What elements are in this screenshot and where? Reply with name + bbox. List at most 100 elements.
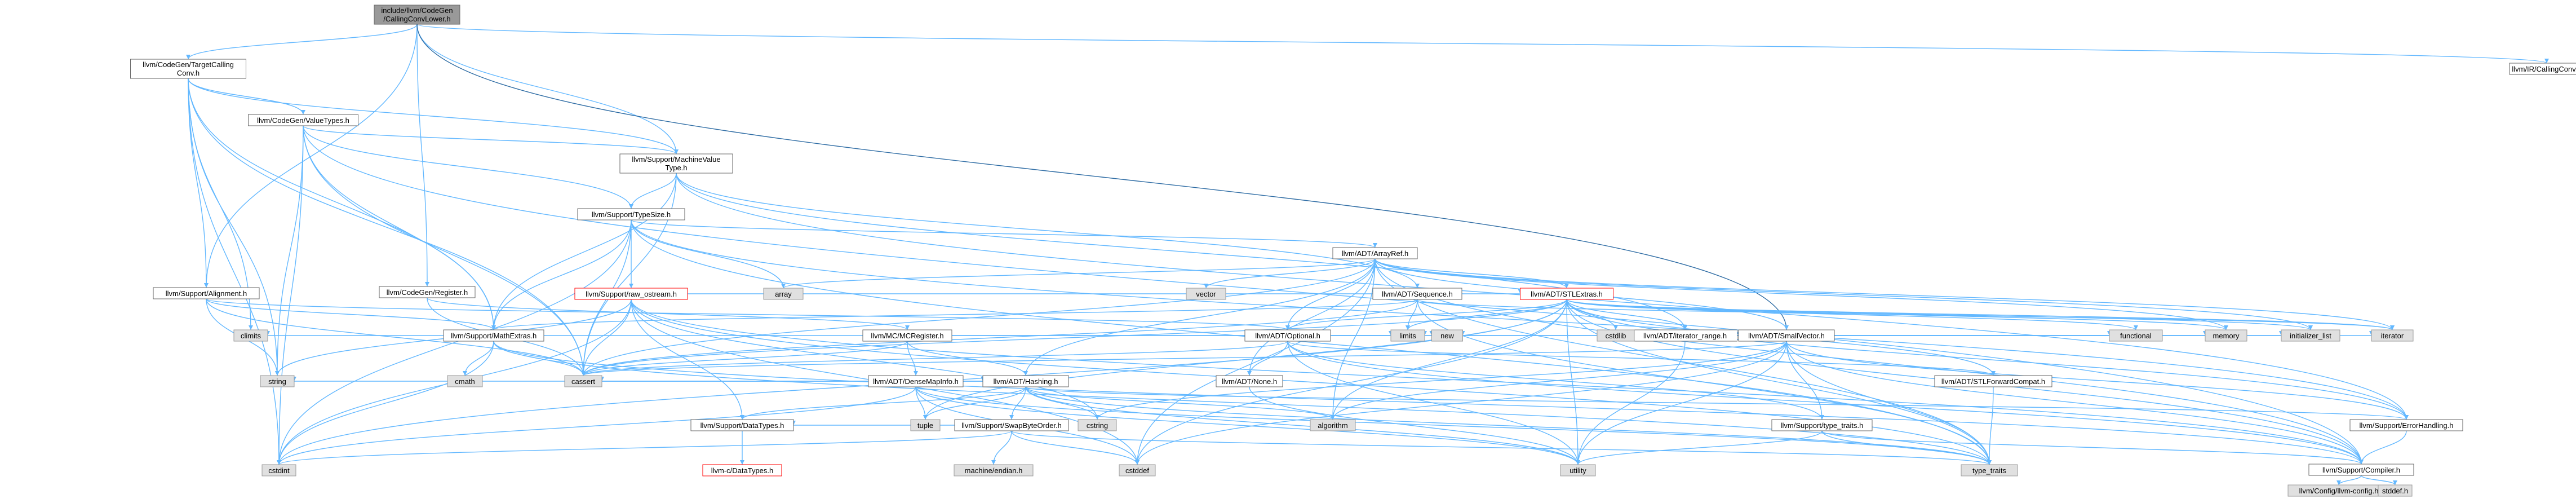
edge-sbo-to-cstddef — [1011, 430, 1138, 465]
edge-arrowhead-stle-to-initl — [2308, 325, 2313, 330]
edge-arrowhead-svec-to-ttr — [1820, 415, 1824, 420]
node-svec[interactable]: llvm/ADT/SmallVector.h — [1738, 329, 1835, 342]
node-align[interactable]: llvm/Support/Alignment.h — [153, 287, 260, 299]
node-dtypes[interactable]: llvm/Support/DataTypes.h — [690, 419, 794, 431]
node-errh[interactable]: llvm/Support/ErrorHandling.h — [2349, 419, 2463, 431]
edge-arrowhead-ctci-to-cgvt — [301, 110, 305, 114]
edge-opt-to-cassert — [583, 341, 1288, 376]
node-hash[interactable]: llvm/ADT/Hashing.h — [982, 375, 1069, 387]
node-stlfc[interactable]: llvm/ADT/STLForwardCompat.h — [1934, 375, 2052, 387]
node-label-limits-0: limits — [1399, 332, 1416, 340]
edge-stle-to-itr — [1566, 299, 1686, 330]
edge-root-to-ctci — [188, 24, 418, 60]
node-itr[interactable]: llvm/ADT/iterator_range.h — [1633, 329, 1737, 342]
edge-arrowhead-stle-to-functional — [2134, 325, 2138, 330]
node-label-align-0: llvm/Support/Alignment.h — [166, 289, 247, 298]
node-mathx[interactable]: llvm/Support/MathExtras.h — [443, 329, 544, 342]
edge-svec-to-algorithm — [1332, 341, 1787, 420]
node-cdt[interactable]: llvm-c/DataTypes.h — [702, 464, 782, 476]
node-box-comp — [2308, 464, 2414, 476]
edge-svec-to-type_traits — [1786, 341, 1990, 465]
edge-hash-to-tuple — [925, 386, 1026, 420]
edge-aref-to-memory — [1375, 258, 2227, 330]
edge-mcreg-to-hash — [907, 341, 1026, 376]
edge-arrowhead-aref-to-svec — [1784, 325, 1789, 330]
node-sbo[interactable]: llvm/Support/SwapByteOrder.h — [954, 419, 1069, 431]
node-box-cstdint — [261, 464, 296, 476]
node-cgreg[interactable]: llvm/CodeGen/Register.h — [379, 286, 476, 298]
node-aref[interactable]: llvm/ADT/ArrayRef.h — [1332, 247, 1418, 259]
edge-cgvt-to-string — [277, 125, 304, 376]
edge-comp-to-cfg — [2338, 475, 2362, 486]
node-seq[interactable]: llvm/ADT/Sequence.h — [1372, 288, 1462, 300]
edge-stle-to-cstddef — [1137, 299, 1567, 465]
node-label-cstdint-0: cstdint — [268, 466, 290, 475]
edge-arrowhead-aref-to-array — [781, 284, 786, 288]
node-label-climits-0: climits — [241, 332, 261, 340]
node-box-iterator — [2371, 329, 2414, 342]
node-label-cassert-0: cassert — [571, 377, 595, 386]
edge-ttr-to-utility — [1577, 430, 1823, 465]
edge-svec-to-cstddef — [1137, 341, 1787, 465]
edge-mvt-to-tsz — [631, 173, 677, 209]
node-ttr[interactable]: llvm/Support/type_traits.h — [1771, 419, 1873, 431]
node-box-ircc — [2509, 63, 2576, 75]
edge-stle-to-cassert — [583, 299, 1567, 376]
node-utility: utility — [1560, 464, 1596, 476]
node-ircc[interactable]: llvm/IR/CallingConv.h — [2509, 63, 2576, 75]
node-tsz[interactable]: llvm/Support/TypeSize.h — [577, 208, 685, 220]
node-none[interactable]: llvm/ADT/None.h — [1216, 375, 1283, 387]
node-box-initl — [2281, 329, 2340, 342]
edge-arrowhead-root-to-ctci — [186, 55, 190, 59]
node-cstdint: cstdint — [261, 464, 296, 476]
node-mcreg[interactable]: llvm/MC/MCRegister.h — [862, 329, 952, 342]
edge-opt-to-ttr — [1287, 341, 1823, 420]
node-rawos[interactable]: llvm/Support/raw_ostream.h — [574, 288, 688, 300]
node-climits: climits — [233, 329, 268, 342]
node-box-functional — [2109, 329, 2163, 342]
edge-itr-to-utility — [1577, 341, 1686, 465]
edge-arrowhead-stle-to-iterator — [2390, 325, 2395, 330]
edge-cgvt-to-cstdint — [278, 125, 304, 465]
node-stle[interactable]: llvm/ADT/STLExtras.h — [1520, 288, 1613, 300]
node-label-aref-0: llvm/ADT/ArrayRef.h — [1342, 249, 1408, 258]
node-box-type_traits — [1961, 464, 2018, 476]
node-label-ttr-0: llvm/Support/type_traits.h — [1781, 421, 1864, 430]
node-box-stddef — [2378, 484, 2413, 497]
node-box-root — [374, 5, 460, 25]
node-cgvt[interactable]: llvm/CodeGen/ValueTypes.h — [248, 114, 358, 126]
node-iterator: iterator — [2371, 329, 2414, 342]
node-type_traits: type_traits — [1961, 464, 2018, 476]
edge-cgvt-to-tsz — [303, 125, 632, 209]
node-box-ctci — [130, 59, 246, 79]
node-box-memory — [2205, 329, 2247, 342]
edge-tsz-to-errh — [631, 219, 2407, 420]
edge-cgreg-to-mcreg — [427, 297, 908, 330]
node-dmi[interactable]: llvm/ADT/DenseMapInfo.h — [868, 375, 964, 387]
node-box-limits — [1390, 329, 1425, 342]
edge-opt-to-none — [1249, 341, 1288, 376]
node-label-seq-0: llvm/ADT/Sequence.h — [1382, 290, 1453, 298]
node-box-cstddef — [1119, 464, 1156, 476]
edge-seq-to-cassert — [583, 299, 1418, 376]
edge-svec-to-ttr — [1786, 341, 1823, 420]
edge-stle-to-memory — [1566, 299, 2227, 330]
edge-arrowhead-mvt-to-seq — [1415, 284, 1420, 288]
edge-ttr-to-type_traits — [1821, 430, 1990, 465]
edge-arrowhead-sbo-to-menh — [991, 460, 996, 465]
node-box-dmi — [868, 375, 964, 387]
edge-ctci-to-cassert — [188, 78, 584, 376]
node-box-cmath — [447, 375, 483, 387]
node-memory: memory — [2205, 329, 2247, 342]
node-cstdlib: cstdlib — [1597, 329, 1635, 342]
node-comp[interactable]: llvm/Support/Compiler.h — [2308, 464, 2414, 476]
edge-aref-to-cassert — [583, 258, 1376, 376]
node-opt[interactable]: llvm/ADT/Optional.h — [1244, 329, 1331, 342]
edge-arrowhead-aref-to-vector — [1204, 284, 1208, 288]
node-menh: machine/endian.h — [954, 464, 1034, 476]
edge-arrowhead-aref-to-stle — [1564, 284, 1569, 288]
node-label-cgvt-0: llvm/CodeGen/ValueTypes.h — [257, 116, 349, 125]
edge-arrowhead-rawos-to-string — [275, 371, 280, 376]
